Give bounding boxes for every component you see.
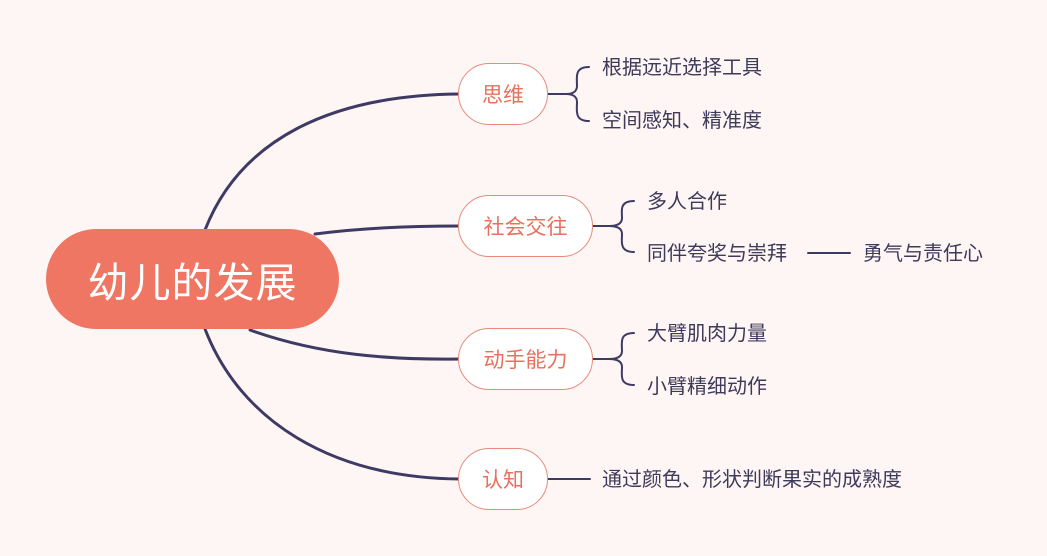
connector-root-thinking [203,92,462,232]
branch-node-cognition[interactable]: 认知 [458,448,548,510]
leaf-social-courage[interactable]: 勇气与责任心 [863,241,983,265]
leaf-cognition-ripeness[interactable]: 通过颜色、形状判断果实的成熟度 [602,467,902,491]
connector-root-social [313,224,462,236]
brace-thinking [547,66,590,122]
connector-root-hands [248,328,462,361]
leaf-social-praise[interactable]: 同伴夸奖与崇拜 [647,241,787,265]
connector-root-cognition [203,327,462,481]
brace-hands [592,332,635,386]
leaf-thinking-tools[interactable]: 根据远近选择工具 [602,55,762,79]
branch-node-thinking[interactable]: 思维 [458,63,548,125]
branch-node-hands[interactable]: 动手能力 [458,328,593,390]
branch-node-social[interactable]: 社会交往 [458,195,593,257]
leaf-hands-forearm[interactable]: 小臂精细动作 [647,374,767,398]
brace-social [592,200,635,253]
leaf-thinking-spatial[interactable]: 空间感知、精准度 [602,108,762,132]
leaf-hands-upper-arm[interactable]: 大臂肌肉力量 [647,321,767,345]
root-node[interactable]: 幼儿的发展 [46,229,339,329]
leaf-social-cooperation[interactable]: 多人合作 [647,189,727,213]
